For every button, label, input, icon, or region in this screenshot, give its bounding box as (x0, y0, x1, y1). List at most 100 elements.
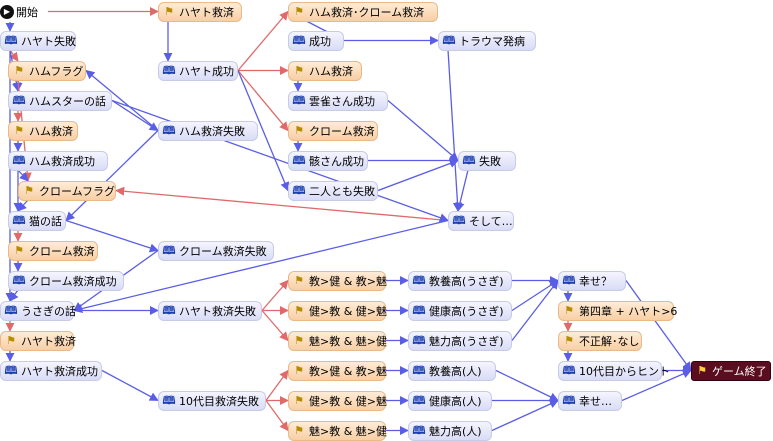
connector-n16-n8 (65, 130, 159, 222)
scene-node[interactable]: 🕮雲雀さん成功 (288, 91, 388, 111)
flag-node[interactable]: ⚑魅>教 & 魅>健 (288, 421, 388, 441)
connector-n13-n19 (101, 369, 159, 402)
flag-icon: ⚑ (294, 364, 304, 377)
scene-node[interactable]: 🕮幸せ？ (558, 271, 626, 291)
node-label: ハム救済失敗 (179, 125, 245, 138)
book-icon: 🕮 (292, 34, 306, 47)
scene-node[interactable]: 🕮失敗 (458, 151, 516, 171)
node-label: 失敗 (479, 155, 501, 168)
flag-node[interactable]: ⚑クローム救済 (8, 241, 98, 261)
book-icon: 🕮 (12, 94, 26, 107)
node-label: 魅力高(人) (429, 425, 482, 438)
scene-node[interactable]: 🕮ハヤト成功 (158, 61, 238, 81)
scene-node[interactable]: 🕮魅力高(うさぎ) (408, 331, 512, 351)
node-label: 教養高(人) (429, 365, 482, 378)
scene-node[interactable]: 🕮クローム救済成功 (8, 271, 124, 291)
flag-node[interactable]: ⚑ハム救済 (8, 121, 78, 141)
scene-node[interactable]: 🕮幸せ… (558, 391, 622, 411)
scene-node[interactable]: 🕮成功 (288, 31, 344, 51)
book-icon: 🕮 (12, 274, 26, 287)
scene-node[interactable]: 🕮そして… (448, 211, 514, 231)
scene-node[interactable]: 🕮健康高(人) (408, 391, 492, 411)
flag-node[interactable]: ⚑ 教>健 & 教>魅 (288, 271, 388, 291)
connector-n19-n36 (265, 369, 289, 401)
node-label: 10代目からヒント (579, 365, 670, 378)
node-label: ゲーム終了 (712, 365, 767, 378)
scene-node[interactable]: 🕮教養高(人) (408, 361, 496, 381)
node-label: 教>健 & 教>魅 (309, 275, 388, 288)
scene-node[interactable]: 🕮ハム救済成功 (8, 151, 108, 171)
flag-node[interactable]: ⚑ハヤト救済 (0, 331, 76, 351)
scene-node[interactable]: 🕮教養高(うさぎ) (408, 271, 512, 291)
scene-node[interactable]: 🕮健康高(うさぎ) (408, 301, 512, 321)
scene-node[interactable]: 🕮うさぎの話 (0, 301, 76, 321)
book-icon: 🕮 (162, 124, 176, 137)
connector-n41-n46 (491, 399, 559, 432)
flag-node[interactable]: ⚑ハムフラグ (8, 61, 86, 81)
scene-node[interactable]: 🕮二人とも失敗 (288, 181, 378, 201)
scene-node[interactable]: 🕮ハヤト救済成功 (0, 361, 102, 381)
scene-node[interactable]: 🕮ハムスターの話 (8, 91, 112, 111)
scene-node[interactable]: 🕮骸さん成功 (288, 151, 368, 171)
book-icon: 🕮 (562, 364, 576, 377)
flag-icon: ⚑ (294, 274, 304, 287)
book-icon: 🕮 (162, 244, 176, 257)
book-icon: 🕮 (162, 394, 176, 407)
flag-node[interactable]: ⚑健>教 & 健>魅 (288, 391, 387, 411)
node-label: 魅力高(うさぎ) (429, 335, 504, 348)
flag-icon: ⚑ (294, 5, 304, 18)
node-label: 開始 (16, 6, 38, 19)
end-node[interactable]: ⚑ゲーム終了 (691, 361, 771, 381)
flag-icon: ⚑ (294, 394, 304, 407)
flag-node[interactable]: ⚑ ハム救済 (288, 61, 362, 81)
scene-node[interactable]: 🕮魅力高(人) (408, 421, 492, 441)
flag-node[interactable]: ⚑健>教 & 健>魅 (288, 301, 387, 321)
connector-n27-n29 (447, 49, 463, 212)
node-label: ハヤト救済成功 (21, 365, 98, 378)
flag-node[interactable]: ⚑ハヤト救済 (158, 2, 242, 22)
connector-n42-n47 (625, 280, 692, 372)
scene-node[interactable]: 🕮トラウマ発病 (438, 31, 536, 51)
book-icon: 🕮 (412, 424, 426, 437)
book-icon: 🕮 (4, 364, 18, 377)
connector-n6-n7 (17, 169, 29, 182)
scene-node[interactable]: 🕮ハム救済失敗 (158, 121, 258, 141)
node-label: ハヤト成功 (179, 65, 234, 78)
node-label: そして… (469, 215, 513, 228)
scene-node[interactable]: 🕮ハヤト救済失敗 (158, 301, 262, 321)
node-label: ハヤト救済 (179, 6, 234, 19)
node-label: 10代目救済失敗 (179, 395, 259, 408)
flag-icon: ⚑ (294, 64, 304, 77)
connector-n7-n8 (17, 199, 29, 212)
flag-icon: ⚑ (14, 124, 24, 137)
flag-node[interactable]: ⚑ クロームフラグ (18, 181, 116, 201)
start-node[interactable]: ▶開始 (0, 2, 48, 22)
scene-node[interactable]: 🕮ハヤト失敗 (0, 31, 76, 51)
scene-node[interactable]: 🕮10代目からヒント (558, 361, 670, 381)
node-label: 二人とも失敗 (309, 185, 375, 198)
play-icon: ▶ (0, 5, 14, 19)
book-icon: 🕮 (162, 64, 176, 77)
flag-node[interactable]: ⚑不正解･なし (558, 331, 642, 351)
node-label: クロームフラグ (39, 185, 116, 198)
book-icon: 🕮 (412, 364, 426, 377)
connector-n39-n46 (495, 369, 559, 402)
flag-node[interactable]: ⚑クローム救済 (288, 121, 378, 141)
flag-node[interactable]: ⚑第四章 + ハヤト>6 (558, 301, 677, 321)
node-label: クローム救済 (309, 125, 375, 138)
book-icon: 🕮 (452, 214, 466, 227)
flag-node[interactable]: ⚑ 教>健 & 教>魅 (288, 361, 388, 381)
scene-node[interactable]: 🕮猫の話 (8, 211, 66, 231)
scene-node[interactable]: 🕮10代目救済失敗 (158, 391, 266, 411)
flag-node[interactable]: ⚑魅>教 & 魅>健 (288, 331, 387, 351)
node-label: クローム救済成功 (29, 275, 117, 288)
scene-node[interactable]: 🕮クローム救済失敗 (158, 241, 274, 261)
node-label: ハム救済 (309, 65, 353, 78)
node-label: 魅>教 & 魅>健 (309, 425, 388, 438)
node-label: 教>健 & 教>魅 (309, 365, 388, 378)
flag-node[interactable]: ⚑ハム救済･クローム救済 (288, 2, 438, 22)
flag-icon: ⚑ (24, 184, 34, 197)
book-icon: 🕮 (4, 34, 18, 47)
book-icon: 🕮 (562, 394, 576, 407)
